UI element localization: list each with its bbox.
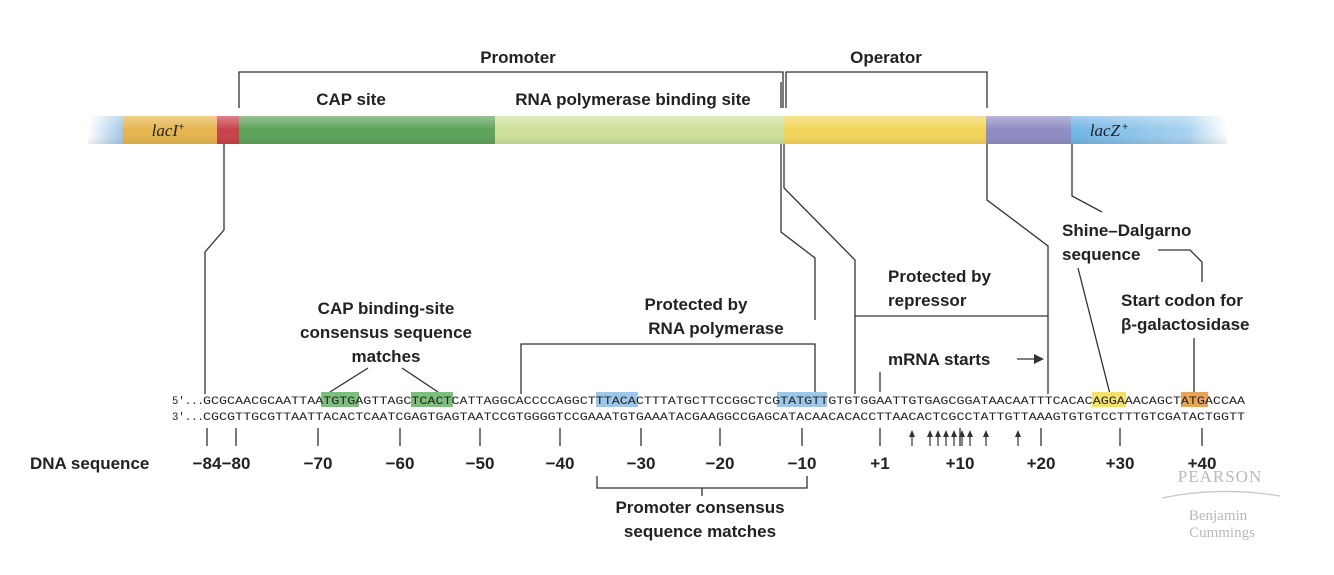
arrow-up-icon bbox=[927, 430, 933, 437]
lacI-gene-label: lacI+ bbox=[152, 121, 185, 140]
gene-bar bbox=[88, 116, 1227, 144]
arrow-up-icon bbox=[1015, 430, 1021, 437]
position-ticks bbox=[206, 428, 1203, 446]
logo-swoosh bbox=[1161, 490, 1281, 499]
mrna-start-sites bbox=[909, 430, 1021, 446]
minus35-highlight bbox=[596, 392, 638, 407]
arrow-up-icon bbox=[935, 430, 941, 437]
position-label: −30 bbox=[627, 454, 656, 473]
bar-gloss bbox=[88, 116, 1227, 144]
connector-operator-end bbox=[986, 144, 1049, 316]
cap-binding-label-line3: matches bbox=[352, 347, 421, 366]
position-label: +40 bbox=[1188, 454, 1217, 473]
promoter-consensus-bracket bbox=[596, 476, 808, 489]
connector-lacZ-start bbox=[1071, 144, 1103, 213]
position-label: −70 bbox=[304, 454, 333, 473]
position-labels: −84−80 −70 −60 −50 −40 −30 −20 −10 +1 +10 +20 +30 +4… bbox=[193, 454, 1217, 473]
dna-sequence-label: DNA sequence bbox=[30, 454, 149, 473]
position-label: −84 bbox=[193, 454, 222, 473]
promoter-label: Promoter bbox=[480, 48, 556, 67]
protected-repressor-label-line2: repressor bbox=[888, 291, 967, 310]
position-label: +10 bbox=[946, 454, 975, 473]
mrna-starts-arrow-icon bbox=[1034, 354, 1044, 364]
position-label: −20 bbox=[706, 454, 735, 473]
operator-bracket bbox=[785, 71, 988, 108]
shine-dalgarno-highlight bbox=[1092, 392, 1126, 407]
position-label: −80 bbox=[222, 454, 251, 473]
position-label: −50 bbox=[466, 454, 495, 473]
position-label: −40 bbox=[546, 454, 575, 473]
strand-5-prime-label: 5′... bbox=[172, 396, 204, 408]
cap-binding-label-line1: CAP binding-site bbox=[318, 299, 455, 318]
connector-rnap-end bbox=[780, 144, 816, 320]
cap-binding-label-line2: consensus sequence bbox=[300, 323, 472, 342]
shine-dalgarno-label-line1: Shine–Dalgarno bbox=[1062, 221, 1191, 240]
cap-binding-pointer-left bbox=[329, 367, 369, 393]
start-codon-label-line2: β-galactosidase bbox=[1121, 315, 1249, 334]
protected-rnap-label-line1: Protected by bbox=[645, 295, 749, 314]
arrow-up-icon bbox=[909, 430, 915, 437]
cummings-wordmark: Cummings bbox=[1189, 525, 1255, 541]
protected-repressor-bracket bbox=[854, 315, 1049, 394]
start-codon-label-line1: Start codon for bbox=[1121, 291, 1243, 310]
start-codon-highlight bbox=[1181, 392, 1208, 407]
connector-operator-start bbox=[783, 144, 856, 316]
cap-binding-pointer-right bbox=[401, 367, 439, 393]
rnap-binding-site-label: RNA polymerase binding site bbox=[515, 90, 751, 109]
bottom-strand-sequence: CGCGTTGCGTTAATTACACTCAATCGAGTGAGTAATCCGT… bbox=[203, 412, 1245, 424]
top-strand-sequence: GCGCAACGCAATTAATGTGAGTTAGCTCACTCATTAGGCA… bbox=[203, 396, 1246, 408]
promoter-consensus-label-line1: Promoter consensus bbox=[615, 498, 784, 517]
arrow-up-icon bbox=[943, 430, 949, 437]
benjamin-wordmark: Benjamin bbox=[1189, 508, 1248, 524]
protected-rnap-label-line2: RNA polymerase bbox=[648, 319, 783, 338]
promoter-consensus-label-line2: sequence matches bbox=[624, 522, 776, 541]
lacZ-gene-label: lacZ+ bbox=[1090, 121, 1129, 140]
minus10-highlight bbox=[777, 392, 827, 407]
position-label: +30 bbox=[1106, 454, 1135, 473]
position-label: +20 bbox=[1027, 454, 1056, 473]
arrow-up-icon bbox=[967, 430, 973, 437]
mrna-starts-label: mRNA starts bbox=[888, 350, 990, 369]
shine-dalgarno-pointer bbox=[1077, 267, 1111, 395]
strand-3-prime-label: 3′... bbox=[172, 412, 204, 424]
arrow-up-icon bbox=[951, 430, 957, 437]
cap-consensus-highlight-2 bbox=[411, 392, 453, 407]
pearson-wordmark: PEARSON bbox=[1178, 467, 1262, 486]
cap-site-label: CAP site bbox=[316, 90, 386, 109]
protected-repressor-label-line1: Protected by bbox=[888, 267, 992, 286]
promoter-bracket bbox=[238, 71, 784, 108]
cap-consensus-highlight-1 bbox=[321, 392, 359, 407]
pearson-logo: PEARSON Benjamin Cummings bbox=[1161, 467, 1281, 541]
connector-minus84 bbox=[204, 144, 225, 394]
protected-rnap-bracket bbox=[520, 343, 816, 394]
position-label: −60 bbox=[386, 454, 415, 473]
position-label: +1 bbox=[870, 454, 889, 473]
shine-dalgarno-label-line2: sequence bbox=[1062, 245, 1140, 264]
shine-dalgarno-pointer-top bbox=[1158, 249, 1203, 282]
arrow-up-icon bbox=[983, 430, 989, 437]
position-label: −10 bbox=[788, 454, 817, 473]
operator-label: Operator bbox=[850, 48, 922, 67]
